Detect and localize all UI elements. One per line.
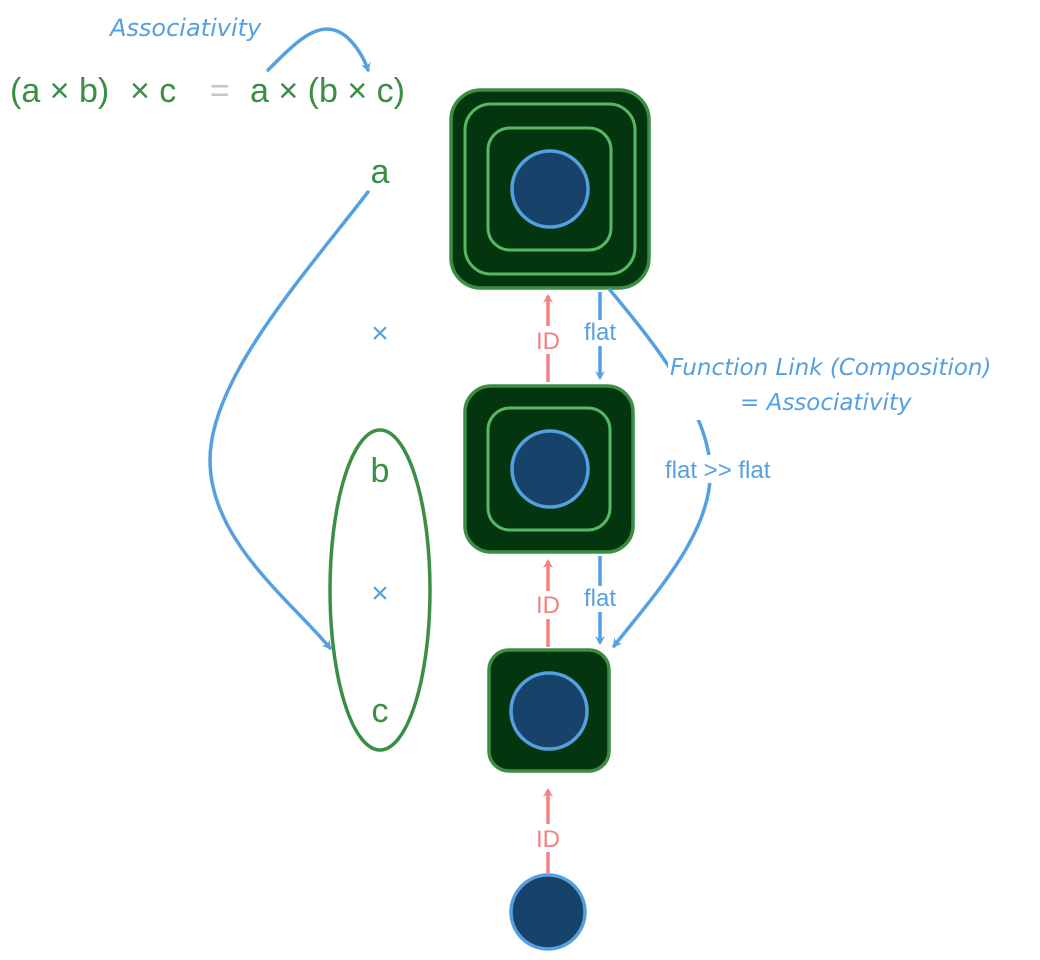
id-label-2: ID bbox=[536, 592, 560, 619]
triple-nested-box bbox=[449, 88, 651, 290]
flat-flat-label: flat >> flat bbox=[665, 457, 771, 484]
column-times-1: × bbox=[371, 317, 389, 350]
equation-equals: = bbox=[210, 72, 230, 110]
equation-lhs-times: × c bbox=[130, 72, 176, 110]
inner-node bbox=[510, 149, 590, 229]
bare-node bbox=[509, 873, 587, 951]
inner-node bbox=[510, 429, 590, 509]
function-link-annotation: Function Link (Composition) bbox=[670, 355, 991, 381]
flat-label-2: flat bbox=[584, 585, 616, 612]
a-to-bc-arrow bbox=[208, 190, 370, 650]
bc-group-ellipse bbox=[328, 428, 432, 752]
column-a: a bbox=[371, 153, 390, 191]
inner-node bbox=[509, 671, 589, 751]
single-box bbox=[487, 648, 611, 773]
associativity-arrow bbox=[266, 27, 371, 72]
column-b: b bbox=[371, 452, 390, 490]
equation-lhs-group: (a × b) bbox=[10, 72, 109, 110]
id-label-3: ID bbox=[536, 826, 560, 853]
double-nested-box bbox=[463, 384, 635, 554]
associativity-annotation: Associativity bbox=[108, 14, 262, 42]
flat-label-1: flat bbox=[584, 319, 616, 346]
column-c: c bbox=[372, 692, 389, 730]
function-link-associativity: = Associativity bbox=[740, 390, 912, 416]
equation-rhs: a × (b × c) bbox=[250, 72, 405, 110]
id-label-1: ID bbox=[536, 328, 560, 355]
column-times-2: × bbox=[371, 577, 389, 610]
